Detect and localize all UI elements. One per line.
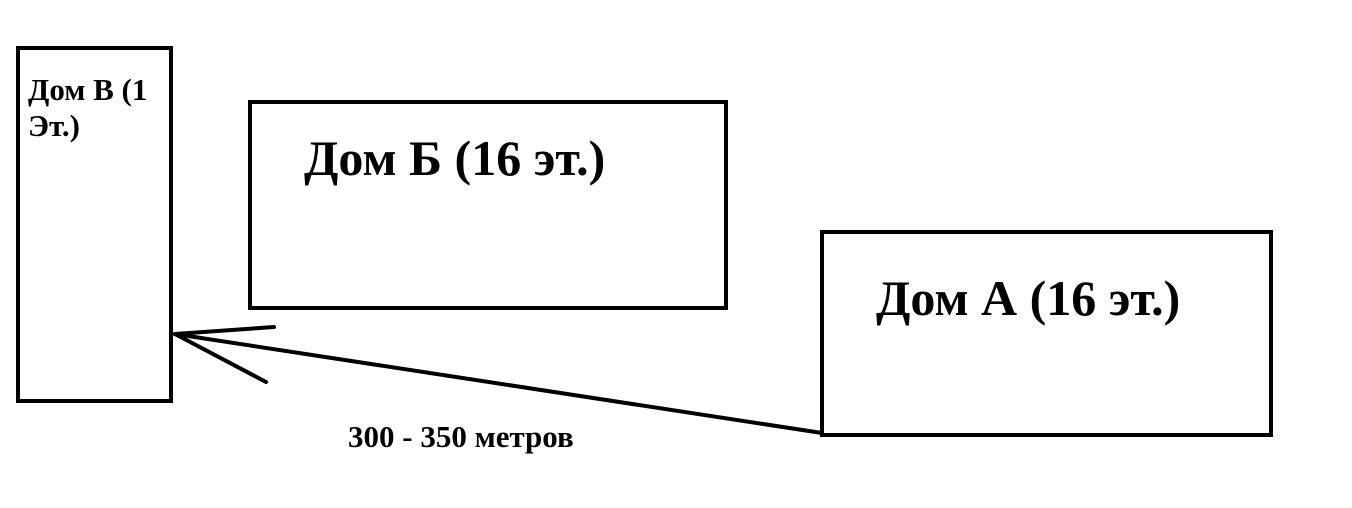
house-a-label: Дом А (16 эт.): [876, 270, 1181, 326]
house-a-box: Дом А (16 эт.): [820, 230, 1273, 437]
distance-label: 300 - 350 метров: [348, 419, 574, 454]
house-b-box: Дом Б (16 эт.): [248, 100, 728, 310]
house-b-label: Дом Б (16 эт.): [304, 130, 606, 186]
house-v-box: Дом В (1 Эт.): [16, 46, 173, 403]
house-v-label: Дом В (1 Эт.): [28, 72, 148, 143]
distance-arrowhead-lower: [173, 332, 268, 384]
distance-arrow-shaft: [173, 332, 824, 435]
distance-arrowhead-upper: [173, 325, 276, 336]
